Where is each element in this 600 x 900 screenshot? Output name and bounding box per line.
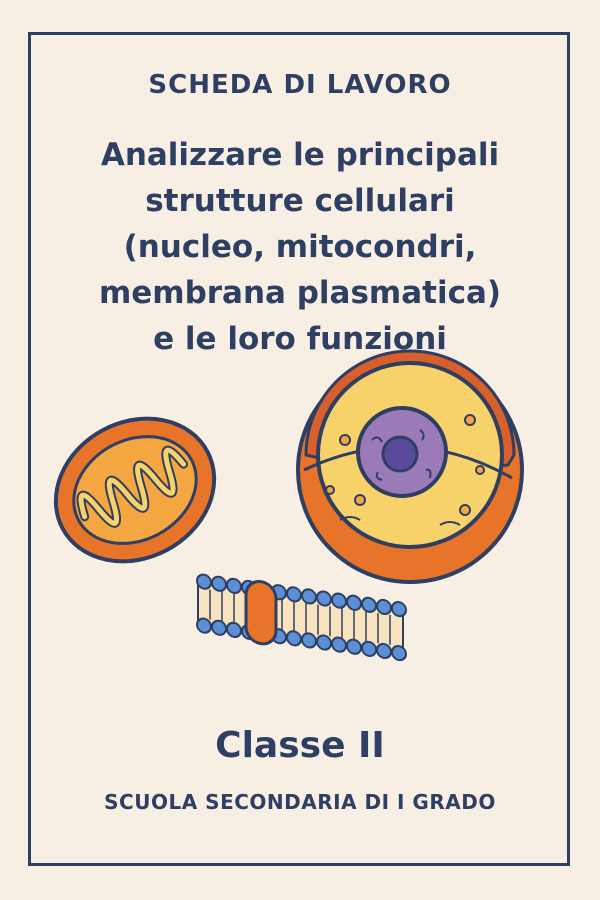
- cell-membrane-icon: [196, 573, 407, 662]
- animal-cell-icon: [296, 349, 524, 584]
- page-border: [28, 32, 570, 866]
- title-line: membrana plasmatica): [98, 275, 502, 311]
- worksheet-label: SCHEDA DI LAVORO: [148, 70, 452, 100]
- title-line: strutture cellulari: [145, 183, 455, 219]
- title-line: Analizzare le principali: [100, 137, 500, 173]
- class-name: Classe II: [215, 725, 385, 766]
- school-name: SCUOLA SECONDARIA DI I GRADO: [104, 790, 496, 814]
- title-line: (nucleo, mitocondri,: [123, 229, 477, 265]
- worksheet-title: Analizzare le principali strutture cellu…: [0, 132, 600, 362]
- mitochondrion-icon: [53, 416, 217, 564]
